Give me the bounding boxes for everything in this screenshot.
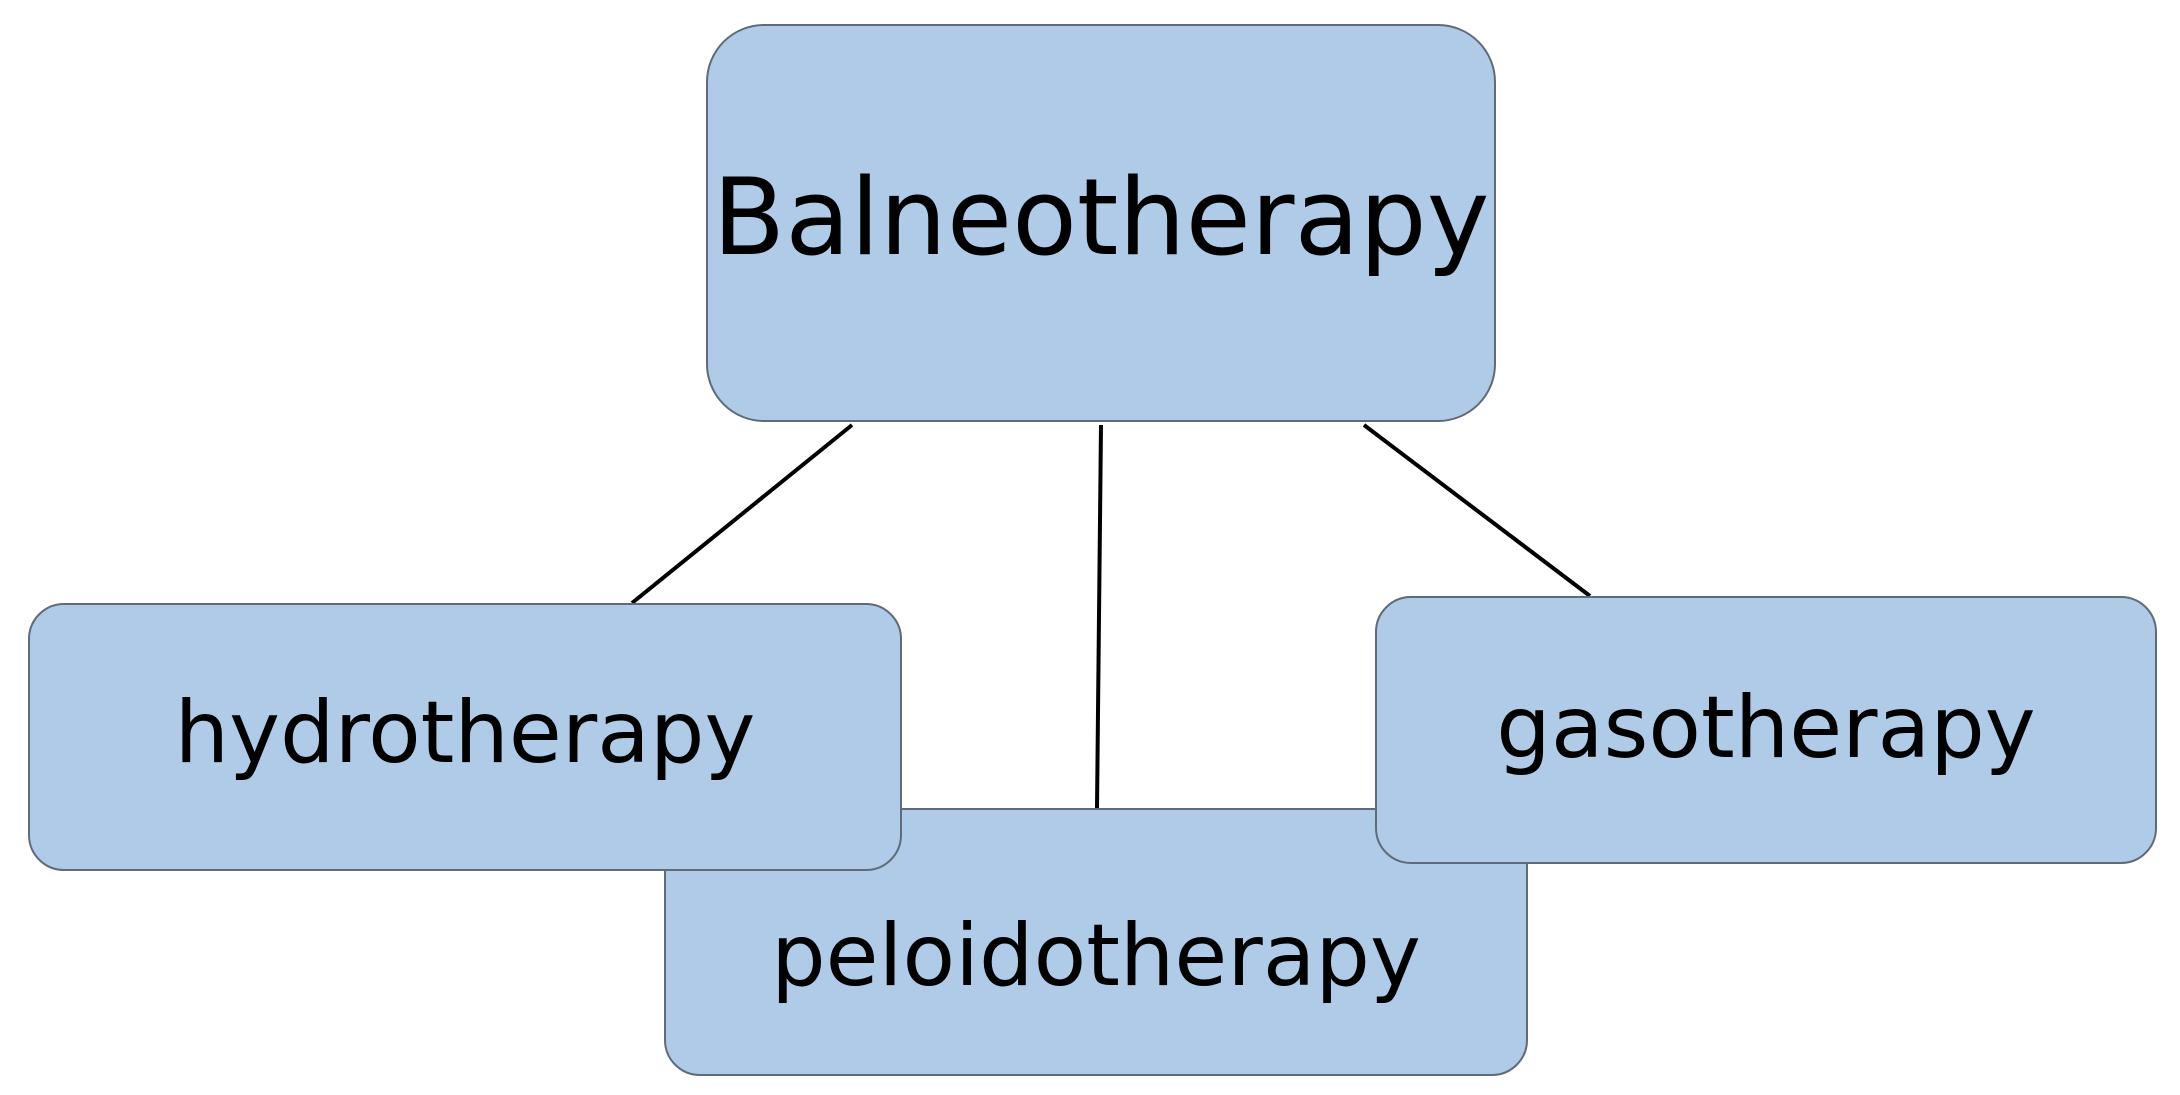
node-gasotherapy-label: gasotherapy [1496,678,2036,778]
node-hydrotherapy-label: hydrotherapy [174,683,756,783]
connector-root-right [1362,423,1592,598]
connector-root-left [630,423,854,605]
node-gasotherapy: gasotherapy [1375,596,2157,864]
connector-root-bottom [1095,424,1103,809]
node-peloidotherapy-label: peloidotherapy [771,906,1421,1006]
node-hydrotherapy: hydrotherapy [28,603,902,871]
node-balneotherapy: Balneotherapy [706,24,1496,422]
node-balneotherapy-label: Balneotherapy [712,155,1490,279]
